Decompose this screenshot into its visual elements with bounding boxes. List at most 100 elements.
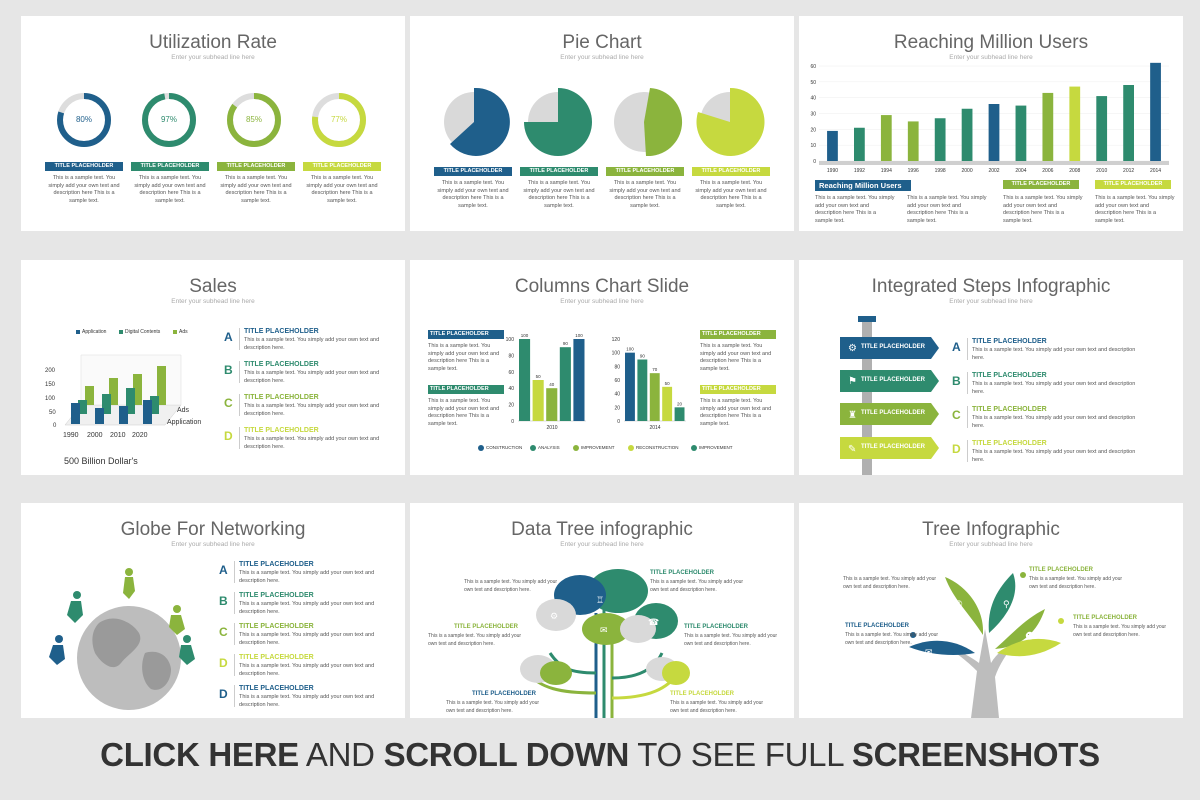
footer-cta[interactable]: CLICK HERE AND SCROLL DOWN TO SEE FULL S… xyxy=(0,736,1200,774)
body-text: This is a sample text. You simply add yo… xyxy=(428,343,500,372)
slide-title: Sales xyxy=(189,276,237,297)
slide-reaching-million-users[interactable]: Reaching Million Users Enter your subhea… xyxy=(799,16,1183,231)
x-tick: 2014 xyxy=(1150,168,1161,174)
x-tick: 2012 xyxy=(1123,168,1134,174)
x-tick: 2010 xyxy=(1096,168,1107,174)
svg-text:⚙: ⚙ xyxy=(550,612,558,622)
slide-subhead: Enter your subhead line here xyxy=(171,54,255,61)
node-title: TITLE PLACEHOLDER xyxy=(650,570,714,576)
slide-subhead: Enter your subhead line here xyxy=(949,54,1033,61)
list-title: TITLE PLACEHOLDER xyxy=(244,328,319,335)
pie-1 xyxy=(444,87,510,156)
legend-label: CONSTRUCTION xyxy=(486,445,523,451)
list-text: This is a sample text. You simply add yo… xyxy=(244,370,380,384)
list-text: This is a sample text. You simply add yo… xyxy=(239,570,375,584)
sign-2 xyxy=(840,370,939,392)
title-tag: TITLE PLACEHOLDER xyxy=(131,162,209,171)
group-label: 2014 xyxy=(649,425,660,431)
slide-sales[interactable]: Sales Enter your subhead line here Appli… xyxy=(21,260,405,475)
y-tick: 100 xyxy=(506,337,515,343)
cta-text: AND xyxy=(298,736,384,773)
svg-text:✉: ✉ xyxy=(925,648,933,658)
list-divider xyxy=(239,361,240,383)
slide-globe-networking[interactable]: Globe For Networking Enter your subhead … xyxy=(21,503,405,718)
column-bar xyxy=(649,373,660,421)
title-tag: TITLE PLACEHOLDER xyxy=(434,167,512,176)
body-text: This is a sample text. You simply add yo… xyxy=(815,195,895,224)
legend-label: IMPROVEMENT xyxy=(699,445,733,451)
cta-text: TO SEE FULL xyxy=(628,736,852,773)
x-tick: 1990 xyxy=(63,432,79,439)
x-tick: 1998 xyxy=(935,168,946,174)
data-tree-illustration: ♖⚙✉☎ xyxy=(520,569,690,718)
legend-dot xyxy=(691,445,697,451)
title-tag: TITLE PLACEHOLDER xyxy=(428,330,504,339)
cta-scroll-down: SCROLL DOWN xyxy=(383,736,630,773)
x-tick: 1992 xyxy=(854,168,865,174)
slide-subhead: Enter your subhead line here xyxy=(949,298,1033,305)
slide-data-tree[interactable]: Data Tree infographic Enter your subhead… xyxy=(410,503,794,718)
title-tag: TITLE PLACEHOLDER xyxy=(428,385,504,394)
tree-title: TITLE PLACEHOLDER xyxy=(1073,615,1137,621)
tree-title: TITLE PLACEHOLDER xyxy=(1029,567,1093,573)
y-tick: 80 xyxy=(508,353,514,359)
pie-4 xyxy=(696,87,765,156)
y-tick: 30 xyxy=(810,112,816,118)
list-divider xyxy=(239,427,240,449)
list-title: TITLE PLACEHOLDER xyxy=(244,361,319,368)
x-tick: 2010 xyxy=(110,432,126,439)
slide-subhead: Enter your subhead line here xyxy=(560,54,644,61)
cta-click-here[interactable]: CLICK HERE xyxy=(100,736,299,773)
sign-label-1: TITLE PLACEHOLDER xyxy=(861,344,925,350)
list-divider xyxy=(239,394,240,416)
slide-columns-chart[interactable]: Columns Chart Slide Enter your subhead l… xyxy=(410,260,794,475)
slide-utilization-rate[interactable]: Utilization Rate Enter your subhead line… xyxy=(21,16,405,231)
list-text: This is a sample text. You simply add yo… xyxy=(244,403,380,417)
y-tick: 120 xyxy=(612,337,621,343)
sign-4 xyxy=(840,437,939,459)
legend-dot xyxy=(628,445,634,451)
y-tick: 100 xyxy=(45,396,56,402)
depth-label: Ads xyxy=(177,407,190,414)
data-label: 20 xyxy=(677,401,683,406)
legend-item-3: RECONSTRUCTION xyxy=(628,445,679,451)
x-tick: 2002 xyxy=(988,168,999,174)
slide-title: Utilization Rate xyxy=(149,32,277,53)
donut-1 xyxy=(57,93,111,147)
list-letter: C xyxy=(952,408,961,422)
node-text: This is a sample text. You simply add yo… xyxy=(684,633,778,647)
3d-bar-chart xyxy=(64,354,182,426)
sign-3 xyxy=(840,403,939,425)
list-text: This is a sample text. You simply add yo… xyxy=(972,415,1136,429)
x-tick: 2000 xyxy=(87,432,103,439)
list-title: TITLE PLACEHOLDER xyxy=(239,561,314,568)
slide-tree-infographic[interactable]: Tree Infographic Enter your subhead line… xyxy=(799,503,1183,718)
x-tick: 2008 xyxy=(1069,168,1080,174)
body-text: This is a sample text. You simply add yo… xyxy=(1095,195,1175,224)
list-letter: A xyxy=(219,563,228,577)
leaf-5 xyxy=(997,638,1061,657)
list-divider xyxy=(234,685,235,707)
bar-1992 xyxy=(854,127,865,161)
y-tick: 20 xyxy=(614,405,620,411)
legend-digital-contents: Digital Contents xyxy=(119,329,160,335)
bar-2000 xyxy=(961,108,973,161)
list-letter: B xyxy=(224,363,233,377)
sign-1 xyxy=(840,337,939,359)
x-tick: 1994 xyxy=(881,168,892,174)
slide-integrated-steps[interactable]: Integrated Steps Infographic Enter your … xyxy=(799,260,1183,475)
x-tick: 2004 xyxy=(1015,168,1026,174)
tree-title: TITLE PLACEHOLDER xyxy=(845,623,909,629)
y-tick: 200 xyxy=(45,368,56,374)
list-letter: D xyxy=(224,429,233,443)
slide-pie-chart[interactable]: Pie Chart Enter your subhead line here T… xyxy=(410,16,794,231)
svg-text:♖: ♖ xyxy=(596,596,604,606)
body-text: This is a sample text. You simply add yo… xyxy=(134,175,206,204)
y-tick: 40 xyxy=(614,392,620,398)
list-divider xyxy=(239,328,240,350)
bar-2012 xyxy=(1123,85,1134,161)
cta-screenshots: SCREENSHOTS xyxy=(851,736,1100,773)
application-bars xyxy=(71,400,152,424)
legend-application: Application xyxy=(76,329,106,335)
